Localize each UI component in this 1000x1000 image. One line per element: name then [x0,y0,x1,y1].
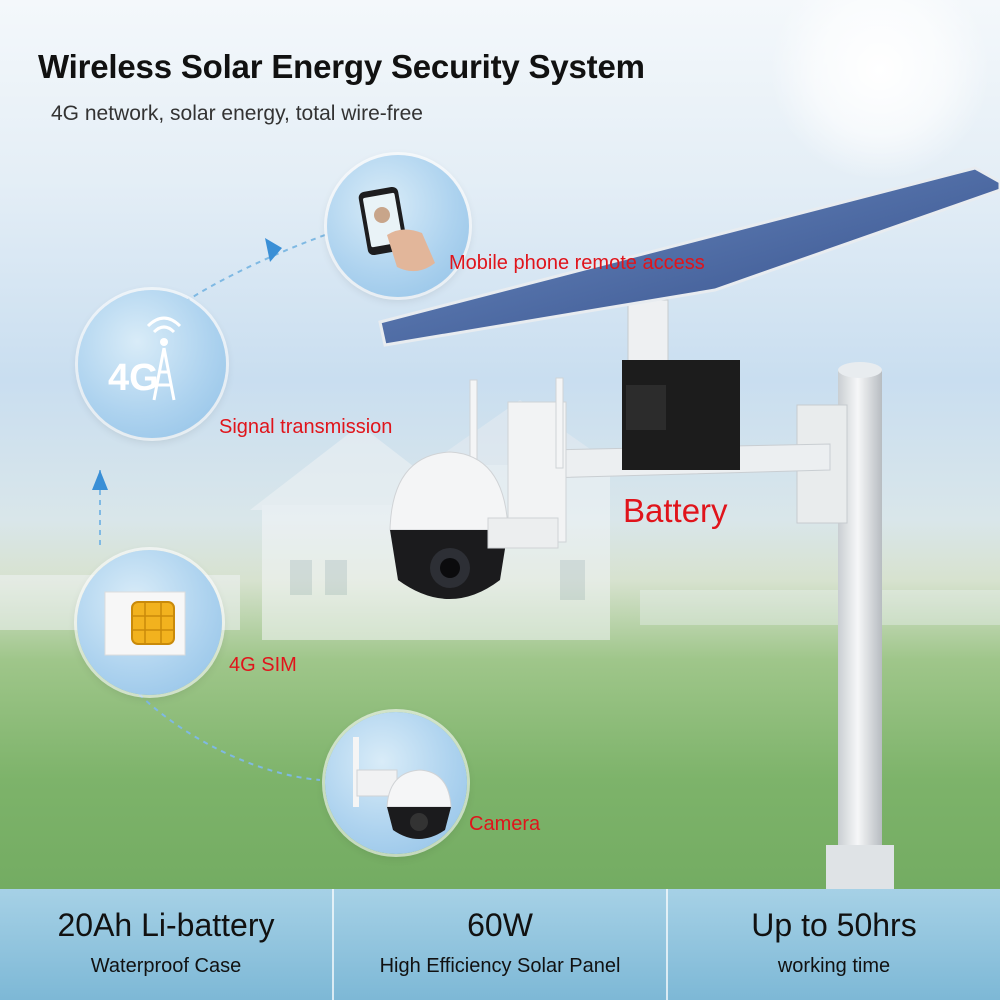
solar-panel [378,166,1000,347]
sim-card-icon [104,591,186,656]
feature-battery: 20Ah Li-battery Waterproof Case [0,889,334,1000]
4g-badge-text: 4G [108,357,159,399]
feature-subtitle: working time [777,955,891,977]
feature-title: 60W [467,907,533,943]
label-4g-sim: 4G SIM [229,654,297,676]
phone-hand-icon [358,186,435,272]
camera-circle [325,712,467,854]
sun-glow [770,0,990,180]
signal-circle: 4G [78,290,226,438]
feature-subtitle: High Efficiency Solar Panel [379,955,621,977]
flow-arrow-top [265,238,282,262]
page-title: Wireless Solar Energy Security System [38,48,645,85]
label-camera: Camera [469,813,541,835]
mobile-circle [327,155,469,297]
feature-bar: 20Ah Li-battery Waterproof Case 60W High… [0,889,1000,1000]
camera-dome-top [389,451,509,531]
ptz-camera-icon [353,737,452,839]
feature-subtitle: Waterproof Case [90,955,242,977]
sim-circle [77,550,222,695]
feature-working-time: Up to 50hrs working time [668,889,1000,1000]
feature-title: Up to 50hrs [751,907,917,943]
label-mobile-access: Mobile phone remote access [449,252,705,274]
4g-tower-icon: 4G [108,316,182,401]
feature-title: 20Ah Li-battery [57,907,275,943]
label-battery: Battery [623,492,728,529]
page-subtitle: 4G network, solar energy, total wire-fre… [51,102,423,125]
flow-arc-bottom [124,679,321,781]
label-signal-transmission: Signal transmission [219,416,393,438]
feature-solar-panel: 60W High Efficiency Solar Panel [334,889,668,1000]
flow-arrow-left [92,470,108,490]
